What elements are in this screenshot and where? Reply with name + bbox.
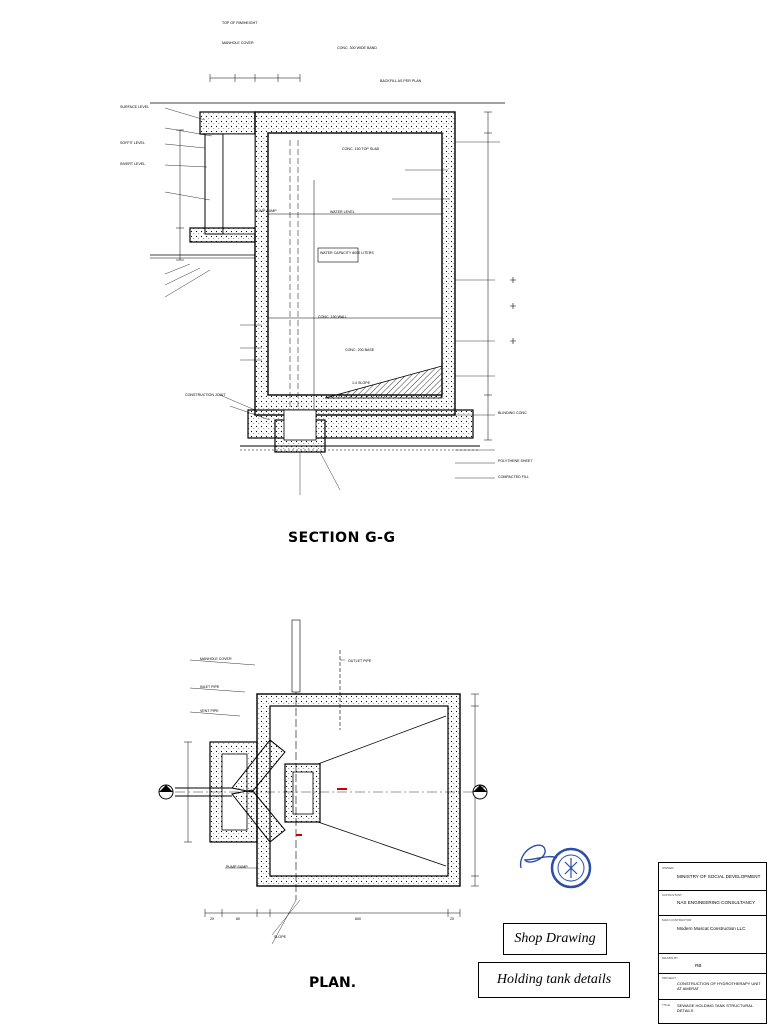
red-mark (296, 834, 302, 836)
plan-label: SLOPE (274, 935, 286, 939)
approval-stamp (520, 844, 592, 889)
section-label: CONSTRUCTION JOINT (185, 393, 226, 397)
title-value: SEWAGE HOLDING TANK STRUCTURAL DETAILS (677, 1003, 754, 1013)
plan-label: MANHOLE COVER (200, 657, 232, 661)
section-label: MANHOLE COVER (222, 41, 254, 45)
section-label: SOFFIT LEVEL (120, 141, 145, 145)
plan-dim: 600 (355, 917, 361, 921)
section-drawing (150, 74, 516, 495)
section-marker-left: G (163, 787, 169, 794)
title-label: TITLE (662, 1003, 671, 1007)
plan-dim: 20 (450, 917, 454, 921)
section-label: 1:4 SLOPE (352, 381, 370, 385)
plan-dim: 80 (236, 917, 240, 921)
consultant-label: CONSULTANT (662, 893, 682, 897)
plan-label: PUMP SUMP (226, 865, 248, 869)
plan-label: OUTLET PIPE (348, 659, 372, 663)
section-label: COMPACTED FILL (498, 475, 529, 479)
plan-label: VENT PIPE (200, 709, 219, 713)
section-label: TOP OF RIM/HEIGHT (222, 21, 258, 25)
owner-label: OWNER (662, 866, 674, 870)
drawn-label: DRAWN BY (662, 956, 679, 960)
plan-label: INLET PIPE (200, 685, 220, 689)
consultant-value: NAS ENGINEERING CONSULTANCY (677, 900, 756, 905)
contractor-value: Modern Muscat Construction LLC (677, 926, 746, 931)
section-label: SURFACE LEVEL (120, 105, 150, 109)
section-marker-right: G (477, 787, 483, 794)
section-label: WATER CAPACITY 8000 LITERS (320, 251, 374, 255)
plan-dim: 300 (479, 785, 485, 789)
holding-tank-label: Holding tank details (478, 962, 630, 998)
section-label: BACKFILL AS PER PLAN (380, 79, 422, 83)
section-label: PUMP SUMP (255, 209, 277, 213)
section-label: CONC. 150 WALL (318, 315, 348, 319)
shop-drawing-label: Shop Drawing (503, 923, 607, 955)
plan-title: PLAN. (309, 975, 357, 991)
project-value: CONSTRUCTION OF HYDROTHERAPY UNIT AT AME… (677, 981, 761, 991)
section-label: WATER LEVEL (330, 210, 355, 214)
project-label: PROJECT (662, 976, 677, 980)
plan-drawing (158, 619, 488, 945)
section-label: BLINDING CONC. (498, 411, 528, 415)
contractor-label: MAIN CONTRACTOR (662, 918, 692, 922)
plan-dim: 20 (210, 917, 214, 921)
red-mark (337, 788, 347, 790)
title-block: OWNER MINISTRY OF SOCIAL DEVELOPMENT CON… (658, 862, 767, 1024)
section-label: CONC. 300 WIDE BAND (337, 46, 377, 50)
section-label: INVERT LEVEL (120, 162, 146, 166)
section-label: CONC. 200 BASE (345, 348, 375, 352)
section-label: POLYTHENE SHEET (498, 459, 533, 463)
section-label: CONC. 150 TOP SLAB (342, 147, 379, 151)
section-title: SECTION G-G (288, 530, 396, 546)
drawn-value: RB (695, 963, 702, 968)
owner-value: MINISTRY OF SOCIAL DEVELOPMENT (677, 874, 761, 879)
